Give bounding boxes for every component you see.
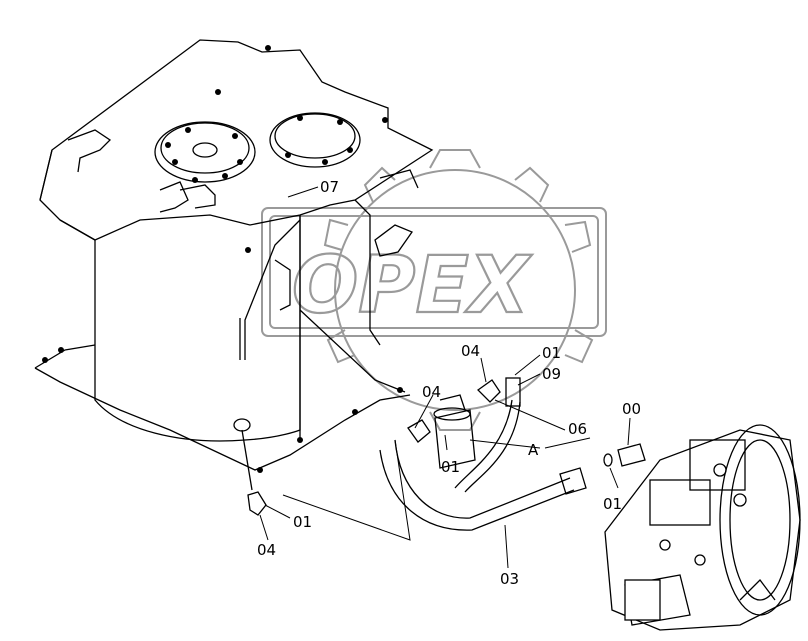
elbow-fitting-04-mid [407,419,431,443]
drain-port [233,418,251,432]
bracket-left [67,129,112,173]
fitting-09 [505,377,521,407]
leader-09 [517,373,541,386]
part-label-06: 06 [568,420,587,438]
hose-06 [454,399,521,493]
hydraulic-tank [34,39,434,491]
elbow-fitting-04-bottom [247,491,267,516]
lid-bolts [42,45,403,473]
opex-watermark: OPEX [261,149,607,431]
part-label-00: 00 [622,400,641,418]
breather-elbow [374,224,413,257]
leader-06 [494,399,566,431]
leader-01-d [264,504,291,519]
part-label-01-a: 01 [542,344,561,362]
leader-00 [627,417,631,446]
part-label-07: 07 [320,178,339,196]
watermark-frame [261,207,607,337]
tank-lid-left [154,121,256,183]
watermark-text: OPEX [292,241,533,331]
leader-04-b [414,394,434,429]
watermark-frame-inner [269,215,599,329]
line-filter [434,409,476,469]
leader-04-a [480,357,487,383]
part-label-01-c: 01 [603,495,622,513]
boundary-line [282,439,411,541]
hydraulic-pump [604,424,801,631]
leader-04-c [259,514,269,541]
part-label-04-b: 04 [422,383,441,401]
elbow-fitting-04-upper [476,379,501,403]
tank-top-plate [39,39,434,241]
fittings [247,377,646,531]
tank-body [94,215,301,442]
fitting-00 [617,443,646,467]
bracket-mid [159,181,189,213]
leader-a [469,437,591,449]
leader-lines [259,186,631,569]
level-gauge [244,219,301,360]
tank-base-plate [34,344,411,471]
part-label-04-c: 04 [257,541,276,559]
watermark-gear [323,149,594,431]
leader-01-b [444,434,448,451]
hose-end-fitting [559,467,587,495]
part-label-01-b: 01 [441,458,460,476]
pump-flange [719,424,801,616]
part-labels: 07 04 01 09 04 06 A 01 00 01 01 04 03 [257,178,641,588]
hose-03 [379,439,575,531]
leader-07 [287,186,319,198]
tank-lid-right [269,112,361,168]
part-label-09: 09 [542,365,561,383]
part-label-04-a: 04 [461,342,480,360]
part-label-01-d: 01 [293,513,312,531]
leader-03 [504,524,509,569]
part-label-03: 03 [500,570,519,588]
part-label-a: A [528,441,539,459]
pump-regulator [649,479,711,526]
leader-01-a [514,354,541,376]
o-ring [603,453,613,467]
leader-01-c [609,467,619,489]
